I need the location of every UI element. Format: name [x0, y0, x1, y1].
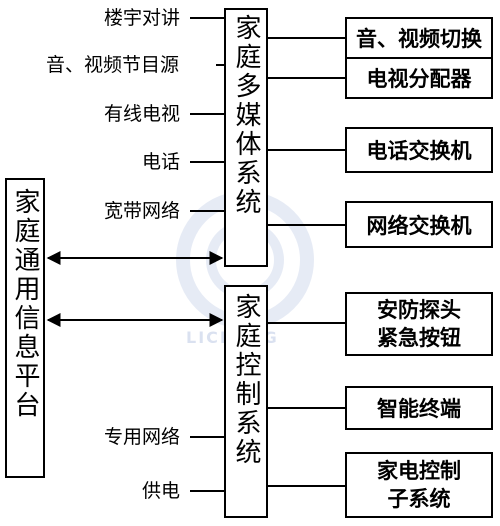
output-security: 安防探头 紧急按钮	[345, 292, 493, 356]
input-intercom: 楼宇对讲	[104, 7, 181, 29]
output-net-switch: 网络交换机	[345, 201, 493, 248]
multimedia-system-label: 家庭多媒体系统	[231, 14, 261, 217]
output-smart-terminal: 智能终端	[345, 386, 493, 430]
output-phone-switch: 电话交换机	[345, 127, 493, 173]
input-dedicated-network: 专用网络	[104, 426, 181, 448]
input-power: 供电	[142, 480, 181, 502]
output-av-switch: 音、视频切换	[345, 17, 493, 59]
input-av-source: 音、视频节目源	[46, 54, 180, 76]
platform-box: 家庭通用信息平台	[5, 178, 45, 478]
output-appliance-control: 家电控制 子系统	[345, 452, 493, 518]
control-system-label: 家庭控制系统	[231, 293, 261, 467]
input-phone: 电话	[142, 151, 181, 173]
multimedia-system-box: 家庭多媒体系统	[224, 8, 268, 267]
output-tv-splitter: 电视分配器	[345, 57, 493, 99]
control-system-box: 家庭控制系统	[224, 285, 268, 518]
input-cable-tv: 有线电视	[104, 103, 181, 125]
input-broadband: 宽带网络	[104, 200, 181, 222]
platform-label: 家庭通用信息平台	[10, 188, 40, 420]
